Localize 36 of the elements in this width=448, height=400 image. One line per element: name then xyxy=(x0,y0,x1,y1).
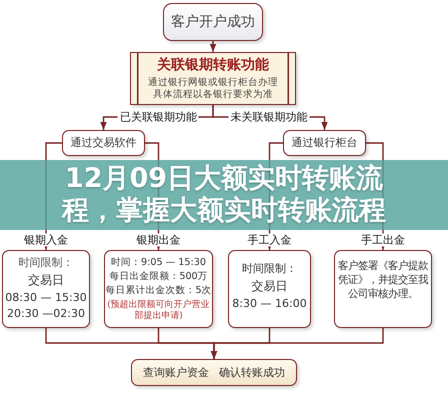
edge-label: 已关联银期功能 xyxy=(118,110,199,124)
edge-label: 未关联银期功能 xyxy=(228,110,310,124)
title: 12月09日大额实时转账流程，掌握大额实时转账流程 xyxy=(60,163,387,227)
box-text: 20:30 —02:30 xyxy=(7,306,85,322)
edge-label: 银期入金 xyxy=(22,234,70,246)
start-box xyxy=(163,3,263,41)
rounded-box xyxy=(62,130,145,156)
end-box xyxy=(131,359,297,386)
rounded-box xyxy=(283,130,366,156)
rounded-box xyxy=(228,250,311,328)
rounded-box xyxy=(2,250,90,328)
arrow xyxy=(210,328,384,359)
box-heading: 关联银期转账功能 xyxy=(157,56,269,75)
box-text: 8:30 — 16:00 xyxy=(232,296,307,312)
rounded-box xyxy=(334,250,432,328)
note-text: (预超出限额可向开户营业部提出申请) xyxy=(106,300,210,322)
edge-label: 手工出金 xyxy=(359,234,407,246)
box-text: 每日出金限额：500万 xyxy=(109,270,208,284)
box-text: 时间：9:05 — 15:30 xyxy=(111,256,206,270)
edge-label: 银期出金 xyxy=(134,234,182,246)
box-text: 通过银行网银或银行柜台办理具体流程以各银行要求为准 xyxy=(147,77,279,101)
box-text: 时间限制： xyxy=(18,255,74,271)
box-text: 08:30 — 15:30 xyxy=(5,290,87,306)
box-text: 客户签署《客户提款凭证》，并提交至我公司审核办理。 xyxy=(337,259,429,301)
arrow xyxy=(210,41,216,52)
box-text: 每日累计出金次数：5次 xyxy=(105,284,212,298)
box-text: 查询账户资金 确认转账成功 xyxy=(142,364,286,380)
process-box xyxy=(130,52,296,105)
box-text: 交易日 xyxy=(252,278,288,295)
box-text: 通过交易软件 xyxy=(70,135,136,151)
edge-label: 手工入金 xyxy=(246,234,294,246)
box-text: 交易日 xyxy=(28,272,64,289)
box-text: 时间限制： xyxy=(242,261,297,277)
box-text: 通过银行柜台 xyxy=(292,135,358,151)
box-text: 客户开户成功 xyxy=(171,14,255,30)
rounded-box xyxy=(104,250,213,328)
